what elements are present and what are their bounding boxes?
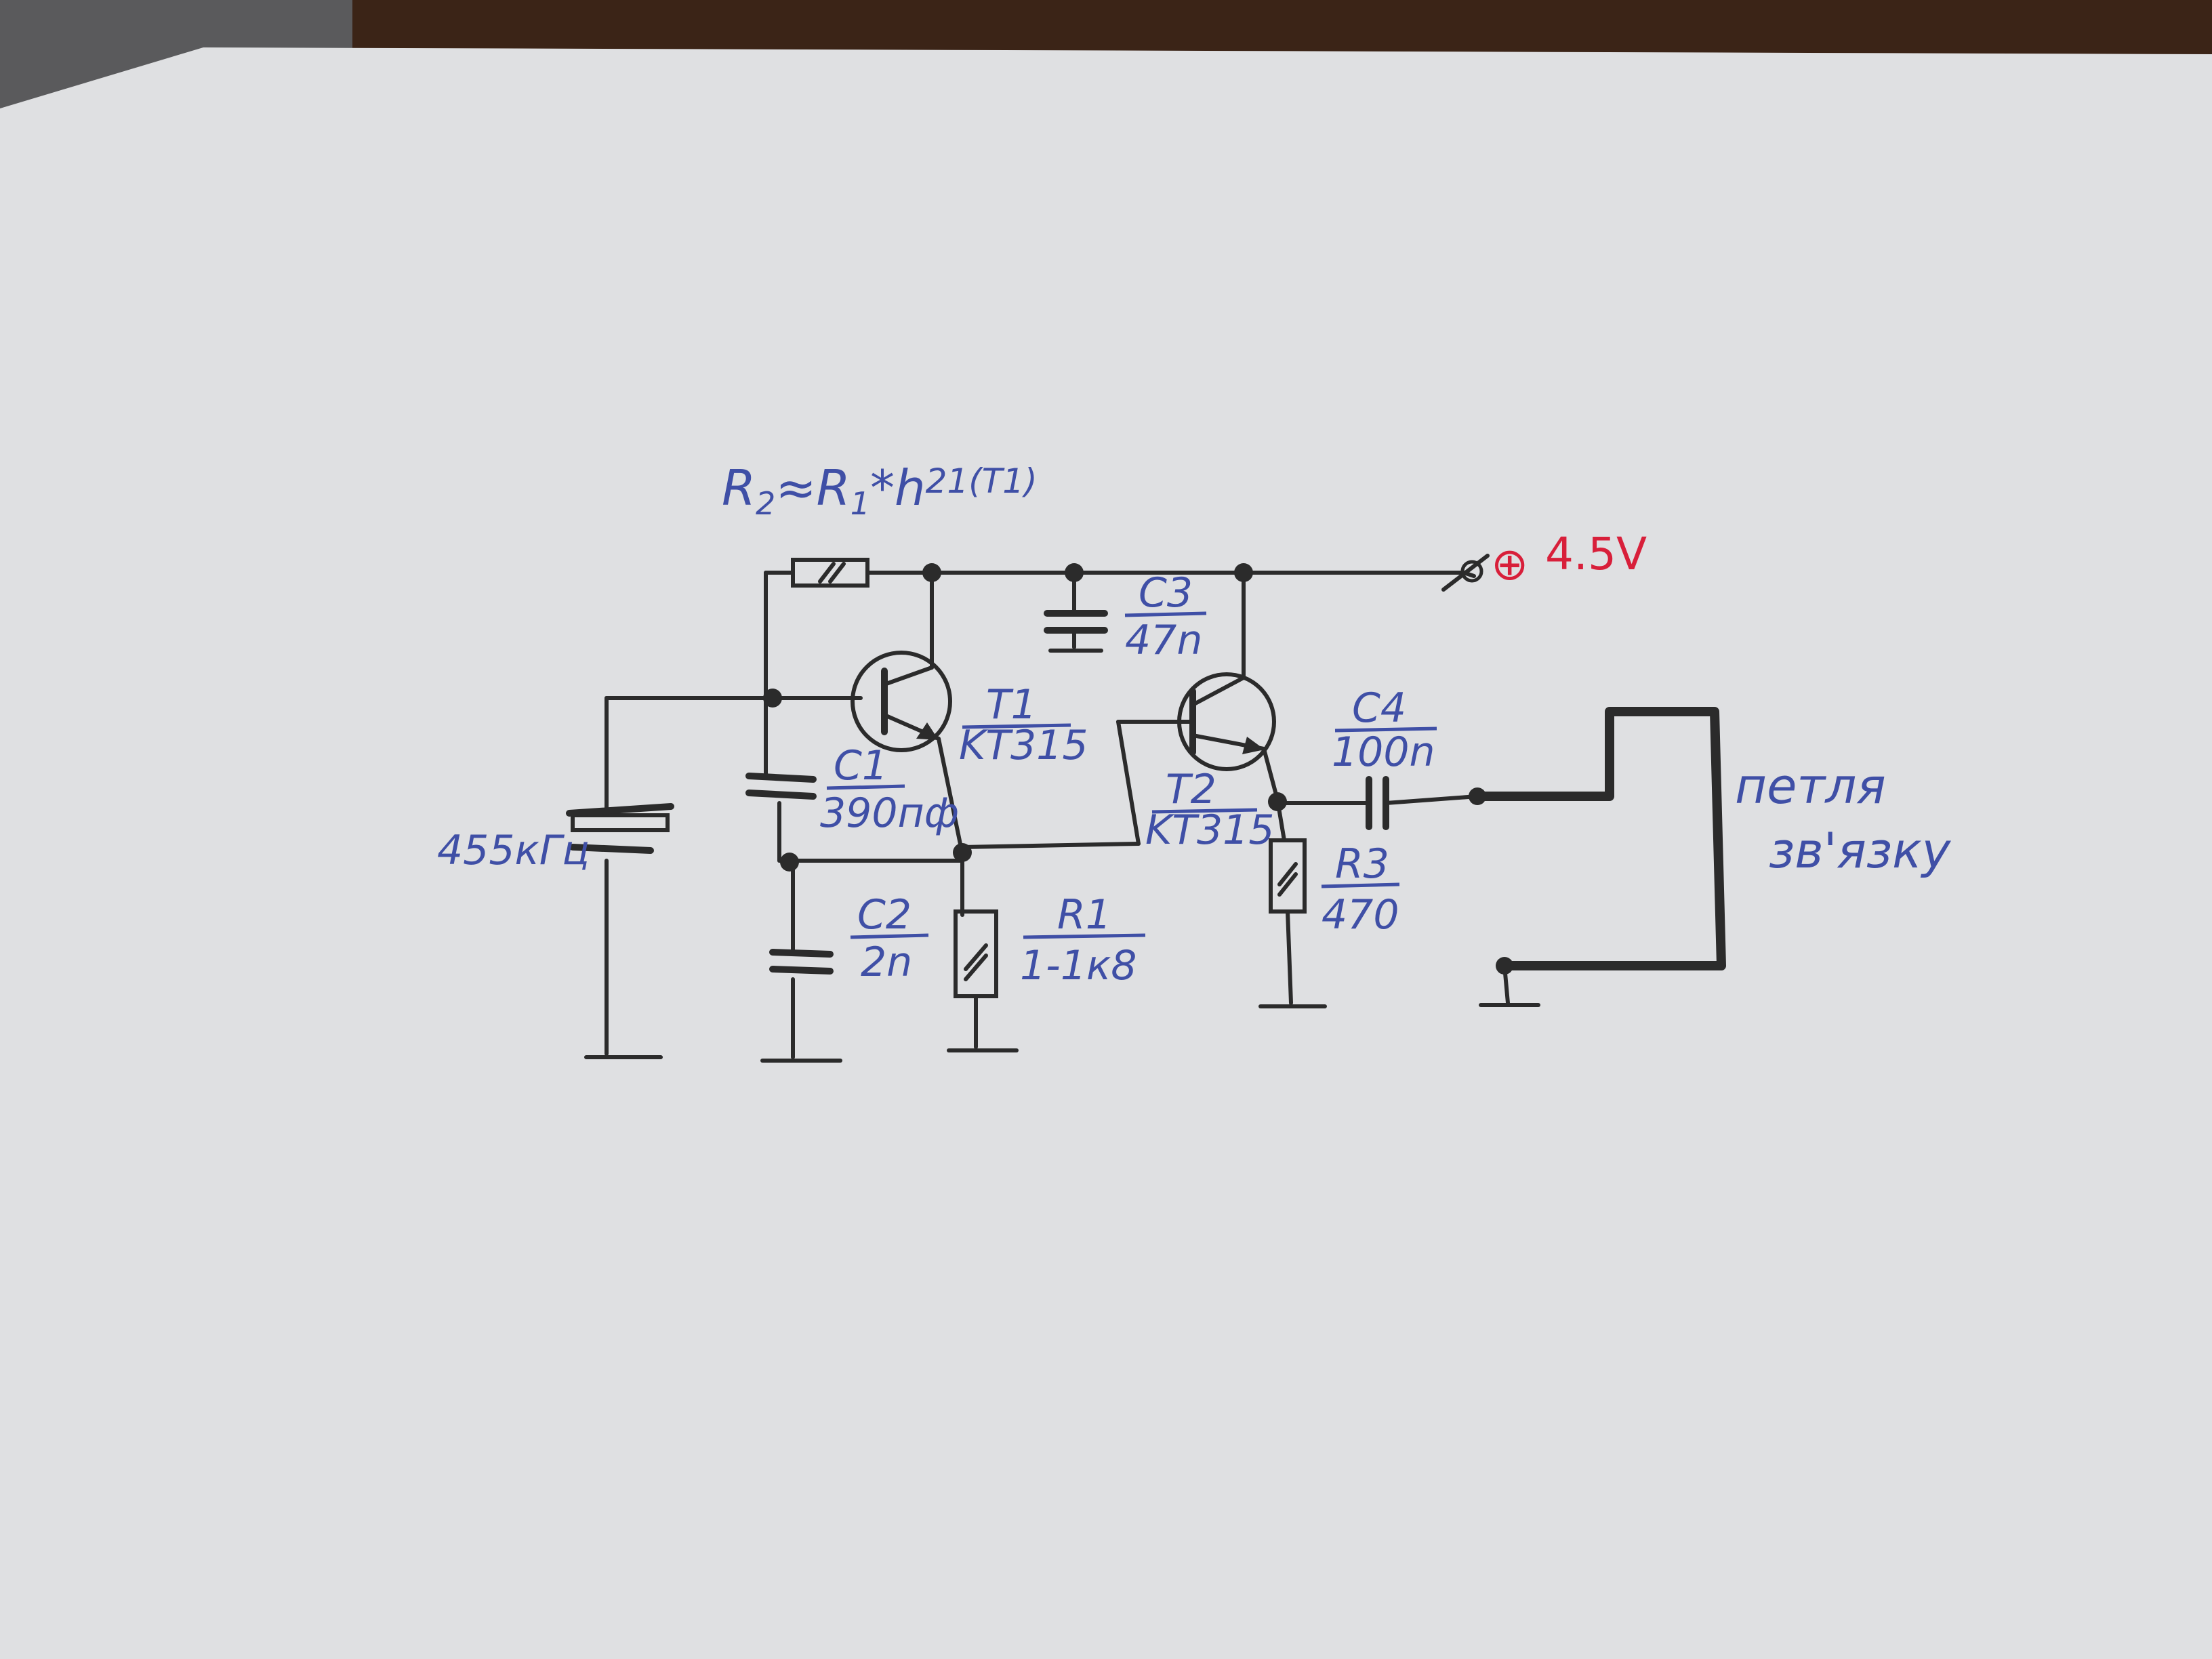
c3-underline — [1124, 611, 1207, 617]
r3-value: 470 — [1322, 891, 1399, 939]
c4-capacitor — [1366, 776, 1389, 830]
t2-name: T2 — [1166, 766, 1216, 813]
c4-underline — [1334, 726, 1437, 733]
r3-resistor — [1269, 838, 1307, 914]
t1-underline — [962, 723, 1071, 729]
r1-name: R1 — [1057, 891, 1111, 939]
crystal-label: 455кГц — [437, 827, 590, 874]
supply-symbol: ⊕ — [1491, 538, 1528, 590]
c1-name: C1 — [834, 742, 888, 790]
c3-value: 47n — [1125, 617, 1202, 664]
r1-resistor — [954, 909, 998, 998]
c2-capacitor — [769, 949, 834, 975]
t2-transistor — [1177, 672, 1276, 771]
t1-name: T1 — [986, 681, 1037, 729]
t1-type: KT315 — [959, 722, 1088, 769]
c1-capacitor — [745, 773, 817, 800]
schematic-wires — [584, 571, 1479, 1063]
formula: R2≈R1*h21(T1) — [722, 459, 1038, 522]
r2-resistor — [791, 558, 869, 588]
r1-underline — [1023, 933, 1146, 939]
t1-transistor — [851, 651, 952, 752]
c3-name: C3 — [1139, 569, 1193, 617]
r1-value: 1-1к8 — [1020, 942, 1136, 989]
loop-label-line1: петля — [1735, 758, 1886, 815]
c2-name: C2 — [857, 891, 912, 939]
c4-value: 100n — [1332, 729, 1435, 776]
t2-type: KT315 — [1145, 806, 1275, 854]
c1-value: 390пф — [820, 790, 959, 837]
paper-sheet — [0, 47, 2212, 1659]
c3-capacitor — [1044, 610, 1108, 634]
r3-underline — [1321, 882, 1400, 888]
c2-value: 2n — [861, 939, 912, 986]
c1-underline — [826, 784, 905, 790]
supply-terminal — [1441, 554, 1490, 592]
supply-label: 4.5V — [1545, 528, 1647, 580]
r3-name: R3 — [1335, 840, 1389, 888]
crystal-resonator — [566, 803, 674, 854]
c4-name: C4 — [1352, 684, 1406, 732]
c2-underline — [850, 933, 929, 939]
loop-label-line2: зв'язку — [1769, 822, 1952, 879]
t2-underline — [1151, 808, 1258, 814]
junction-dots — [763, 563, 1513, 975]
